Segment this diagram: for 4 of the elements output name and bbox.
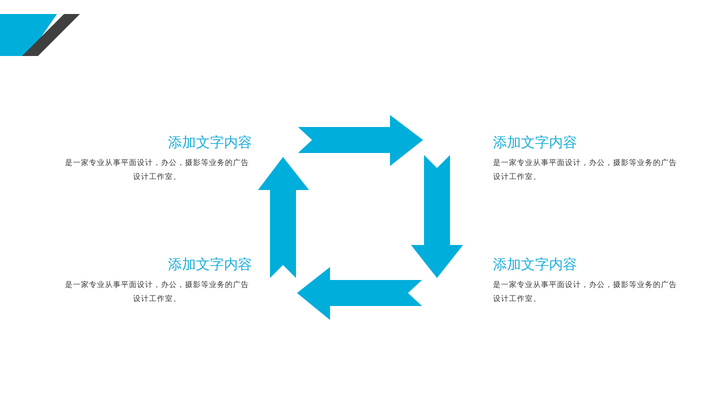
heading-text: 添加文字内容 (493, 256, 577, 274)
heading-text: 添加文字内容 (168, 256, 252, 274)
heading-text: 添加文字内容 (168, 134, 252, 152)
heading-text: 添加文字内容 (493, 134, 577, 152)
